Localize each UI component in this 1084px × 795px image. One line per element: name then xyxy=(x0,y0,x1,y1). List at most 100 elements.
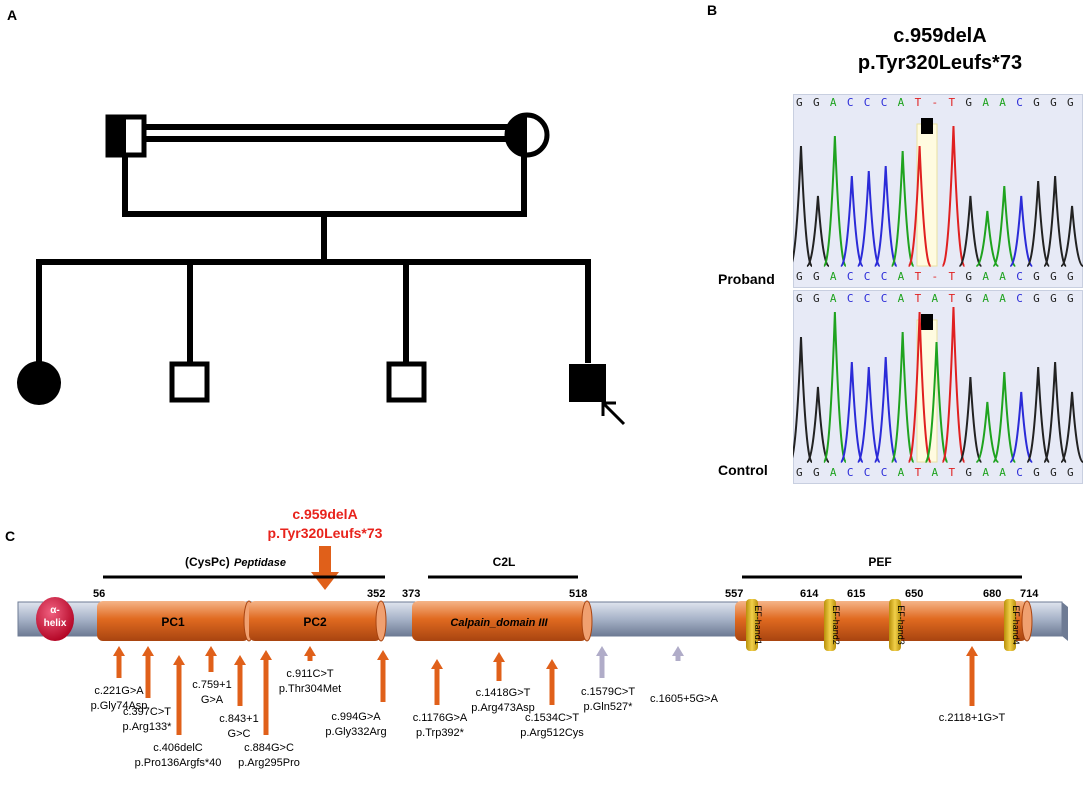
highlight-variant-line1: c.959delA xyxy=(292,506,357,522)
sequence-base: C xyxy=(863,270,872,283)
sequence-base: C xyxy=(846,270,855,283)
panel-b-letter: B xyxy=(707,2,718,18)
sequence-base: A xyxy=(982,466,990,479)
proband-affected-male-square xyxy=(569,364,606,402)
mutation-arrow-shaft xyxy=(145,654,151,698)
sequence-base: G xyxy=(796,270,804,283)
mutation-label-line1: c.759+1 xyxy=(192,679,231,691)
proband-label: Proband xyxy=(718,271,775,287)
alpha-helix-label-line1: α- xyxy=(50,605,59,616)
sequence-base: T xyxy=(914,96,923,109)
sequence-base: A xyxy=(897,292,906,305)
sequence-base: A xyxy=(999,270,1007,283)
trace-peak xyxy=(822,311,847,463)
pos-373: 373 xyxy=(402,588,420,600)
mutation-arrow-head-icon xyxy=(142,646,154,656)
ef-hand-label: EF-hand4 xyxy=(1011,605,1021,645)
variant-highlight-band xyxy=(916,123,938,267)
pos-557: 557 xyxy=(725,588,743,600)
sequence-base: G xyxy=(796,96,804,109)
mutation-arrow-head-icon xyxy=(493,652,505,662)
sequence-base: T xyxy=(948,292,957,305)
trace-peak xyxy=(856,366,881,463)
mutation-label-line1: c.397C>T xyxy=(123,706,171,718)
mutation-label-line1: c.1534C>T xyxy=(525,712,579,724)
mutation-arrow-shaft xyxy=(116,654,122,678)
sequence-base: G xyxy=(1033,96,1041,109)
pos-56: 56 xyxy=(93,588,105,600)
pc1-label: PC1 xyxy=(161,615,185,629)
sequence-base: G xyxy=(812,466,821,479)
sequence-base: C xyxy=(846,466,855,479)
sequence-base: A xyxy=(829,96,838,109)
sequence-base: G xyxy=(965,292,974,305)
ef-hand-label: EF-hand2 xyxy=(831,605,841,645)
control-label: Control xyxy=(718,462,768,478)
sequence-base: C xyxy=(863,466,872,479)
sequence-base: A xyxy=(829,270,838,283)
alpha-helix: α- helix xyxy=(36,597,74,641)
mutation-label-line1: c.884G>C xyxy=(244,742,294,754)
mutation-arrow-head-icon xyxy=(173,655,185,665)
mutation-arrow-head-icon xyxy=(596,646,608,656)
mutation-arrow-head-icon xyxy=(966,646,978,656)
mutation-label-line2: p.Arg512Cys xyxy=(520,727,584,739)
trace-peak xyxy=(941,306,966,463)
affected-female-circle xyxy=(17,361,61,405)
mutation-label-line2: G>C xyxy=(228,728,251,740)
trace-peak xyxy=(822,135,847,267)
panel-c-letter: C xyxy=(5,528,16,544)
mutation-label-line1: c.1605+5G>A xyxy=(650,693,719,705)
sequence-base: A xyxy=(999,292,1007,305)
sequence-base: A xyxy=(829,292,838,305)
sequence-base: C xyxy=(846,96,855,109)
highlight-arrow-icon xyxy=(311,546,339,590)
panel-a-letter: A xyxy=(7,7,18,23)
trace-peak xyxy=(992,371,1017,463)
cyspc-label: (CysPc) xyxy=(185,555,230,569)
mutation-arrow-shaft xyxy=(969,654,975,706)
sequence-base: C xyxy=(880,292,889,305)
highlight-variant-line2: p.Tyr320Leufs*73 xyxy=(268,525,383,541)
sequence-base: C xyxy=(880,270,889,283)
trace-peak xyxy=(890,150,915,267)
pc2-label: PC2 xyxy=(303,615,327,629)
proband-arrow-icon xyxy=(601,401,626,426)
unaffected-male-square-2 xyxy=(386,361,427,403)
trace-peak xyxy=(975,210,999,267)
trace-peak xyxy=(793,336,813,463)
mutation-label-line1: c.1579C>T xyxy=(581,686,635,698)
trace-peak xyxy=(924,341,949,463)
mutation-arrow-shaft xyxy=(307,654,313,661)
sequence-base: A xyxy=(829,466,838,479)
mutation-arrow-head-icon xyxy=(304,646,316,656)
mutation-label-line2: p.Arg473Asp xyxy=(471,702,535,714)
trace-peak xyxy=(958,376,982,463)
mutation-arrow-head-icon xyxy=(113,646,125,656)
alpha-helix-label-line2: helix xyxy=(44,618,67,629)
mutation-arrow-shaft xyxy=(549,667,555,705)
trace-peak xyxy=(975,401,999,463)
mutation-label-line2: p.Trp392* xyxy=(416,727,465,739)
sequence-base: T xyxy=(948,270,957,283)
mutation-arrow-shaft xyxy=(599,654,605,678)
calpain-label: Calpain_domain III xyxy=(450,617,548,629)
sequence-base: G xyxy=(1067,466,1075,479)
sequence-base: C xyxy=(863,292,872,305)
mutation-label-line1: c.911C>T xyxy=(286,668,333,680)
pef-segment xyxy=(735,600,1033,642)
sequence-base: G xyxy=(1050,270,1058,283)
mutation-arrow-shaft xyxy=(263,658,269,735)
sequence-base: T xyxy=(914,292,923,305)
sequence-base: G xyxy=(965,270,974,283)
sequence-base: G xyxy=(1033,270,1041,283)
sequence-base: - xyxy=(931,270,940,283)
mutation-label-line2: p.Gly74Asp xyxy=(91,700,148,712)
trace-peak xyxy=(873,356,898,463)
proband-chromatogram xyxy=(793,94,1083,288)
mutation-label-line1: c.843+1 xyxy=(219,713,258,725)
mutation-label-line1: c.1176G>A xyxy=(413,712,468,724)
sequence-base: T xyxy=(914,466,923,479)
pos-680: 680 xyxy=(983,588,1001,600)
trace-peak xyxy=(839,361,864,463)
